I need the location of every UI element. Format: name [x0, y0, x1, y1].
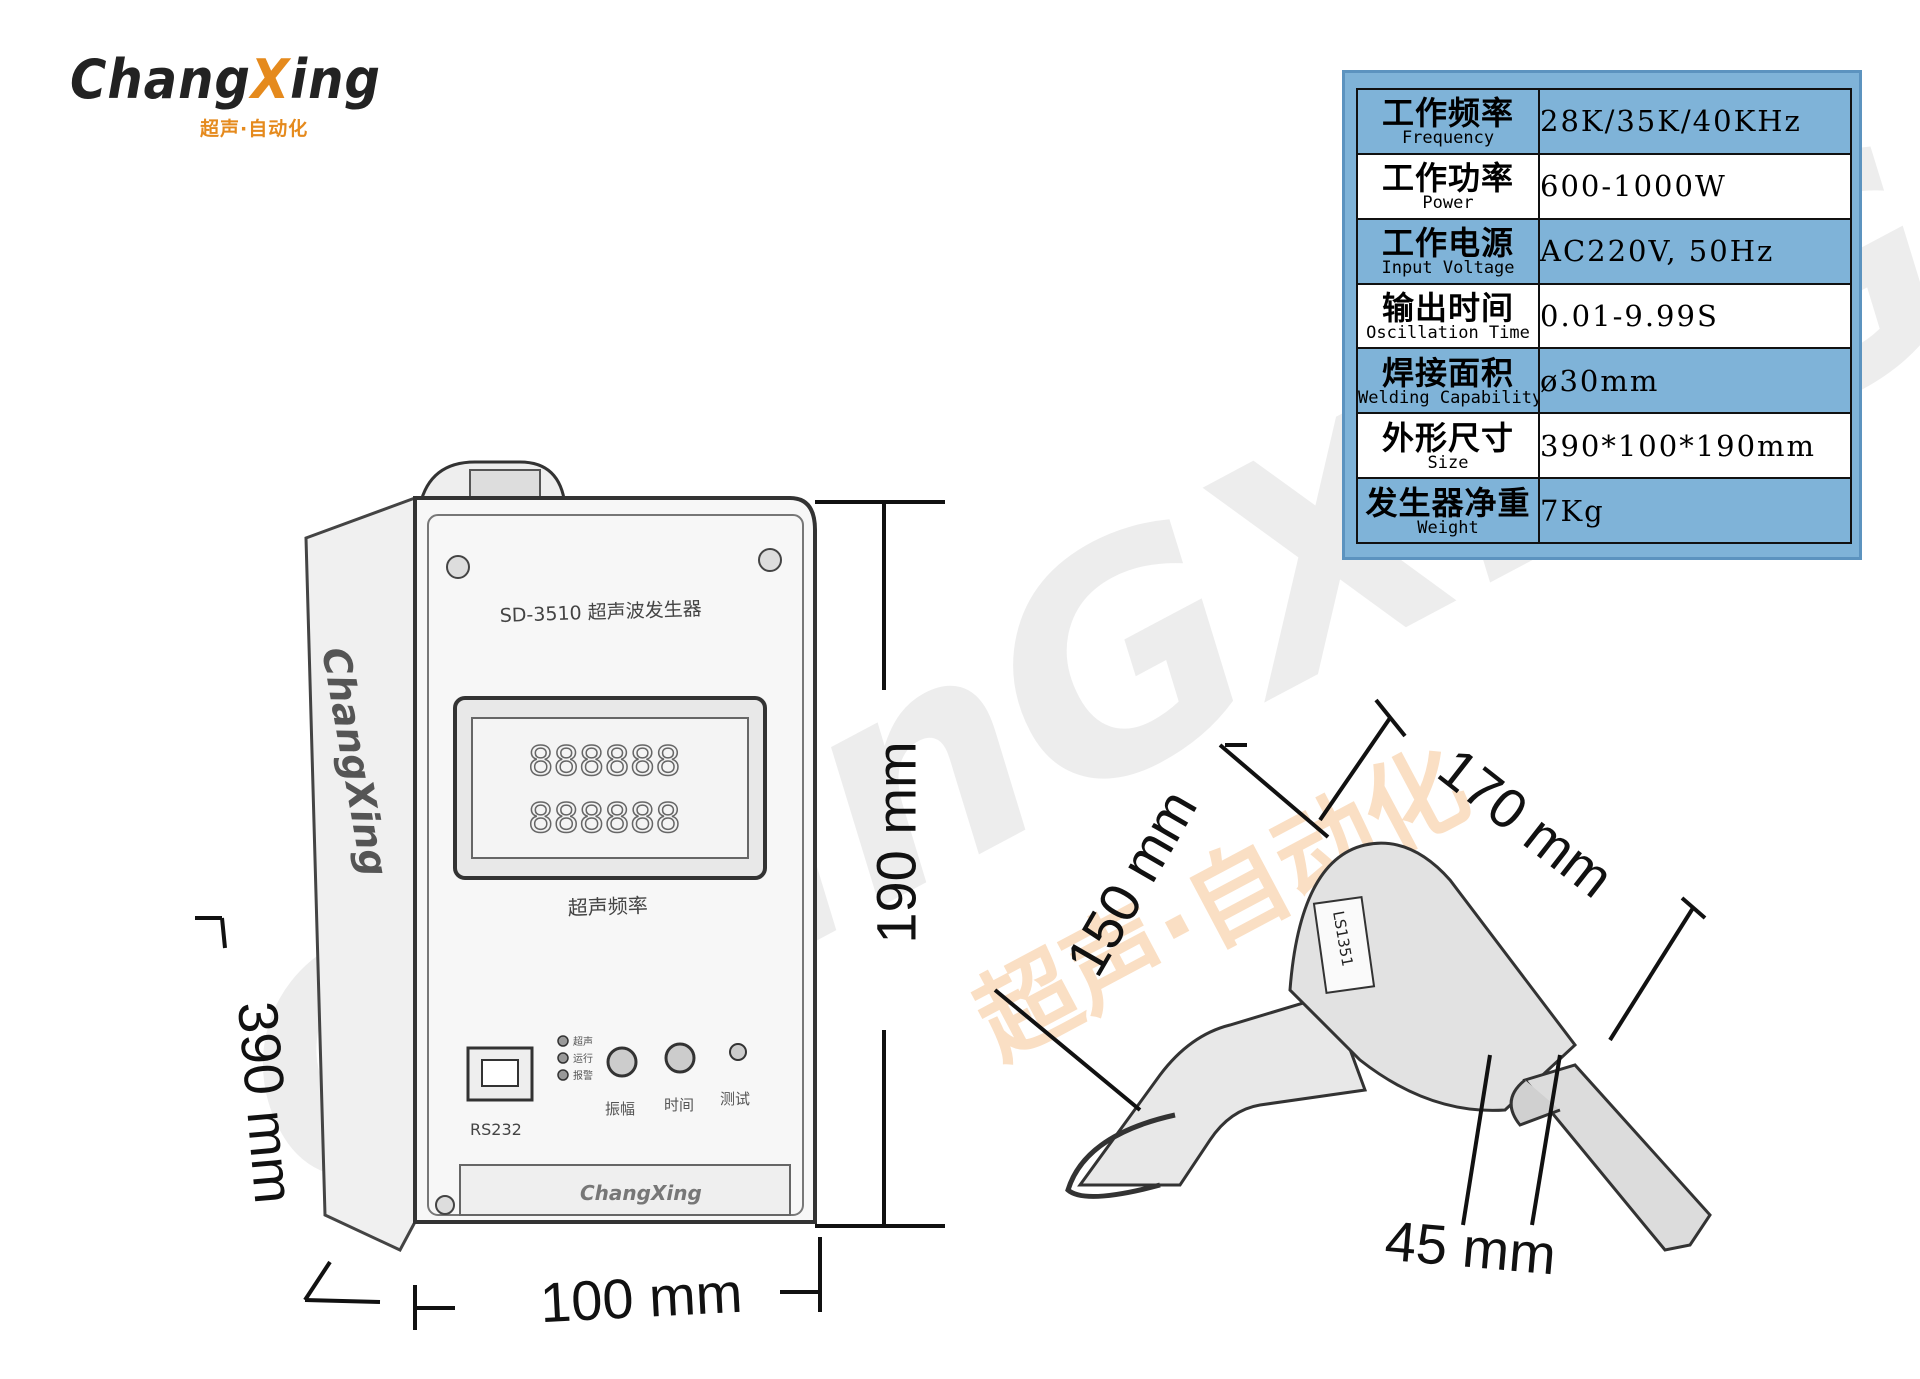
spec-value: 7Kg: [1538, 477, 1852, 544]
spec-value: 600-1000W: [1538, 152, 1852, 220]
display-digits-bottom: 888888: [528, 796, 681, 842]
dimension-lines-gun: [993, 698, 1707, 1226]
test-button-icon: [729, 1043, 747, 1061]
indicator-label: 运行: [573, 1052, 593, 1065]
generator-side-panel: [304, 495, 417, 1252]
time-knob-icon: [664, 1042, 696, 1074]
screw-icon: [758, 548, 782, 572]
dim-height-label: 190 mm: [864, 741, 928, 944]
dimension-lines-generator: [195, 500, 945, 1330]
knob-label: 时间: [664, 1096, 694, 1114]
logo-wordmark: ChangXing: [70, 48, 381, 111]
gun-tag: [1312, 895, 1376, 995]
screw-icon: [446, 555, 470, 579]
logo-accent-letter: X: [250, 48, 291, 111]
spec-value: ø30mm: [1538, 347, 1852, 415]
dim-width-label: 100 mm: [538, 1260, 744, 1335]
spec-value: 0.01-9.99S: [1538, 282, 1852, 350]
freq-label: 超声频率: [567, 893, 648, 920]
gun-cable-hook: [1065, 1112, 1176, 1199]
indicator-led-icon: [557, 1052, 569, 1064]
rs232-label: RS232: [470, 1120, 522, 1139]
indicator-label: 超声: [573, 1035, 593, 1048]
spec-value: 28K/35K/40KHz: [1538, 88, 1852, 155]
screw-icon: [435, 1195, 455, 1215]
knob-label: 振幅: [605, 1100, 635, 1118]
amplitude-knob-icon: [606, 1046, 638, 1078]
logo-subtitle: 超声·自动化: [200, 118, 309, 140]
brand-logo: ChangXing 超声·自动化: [70, 48, 380, 148]
spec-value: 390*100*190mm: [1538, 412, 1852, 480]
indicator-led-icon: [557, 1035, 569, 1047]
spec-value: AC220V, 50Hz: [1538, 217, 1852, 285]
display-digits-top: 888888: [528, 739, 681, 785]
bottom-brand: ChangXing: [580, 1181, 702, 1205]
indicator-label: 报警: [573, 1069, 593, 1082]
knob-label: 测试: [720, 1090, 750, 1108]
indicator-led-icon: [557, 1069, 569, 1081]
bottom-plate: [459, 1164, 791, 1216]
gun-horn: [1522, 1063, 1712, 1252]
